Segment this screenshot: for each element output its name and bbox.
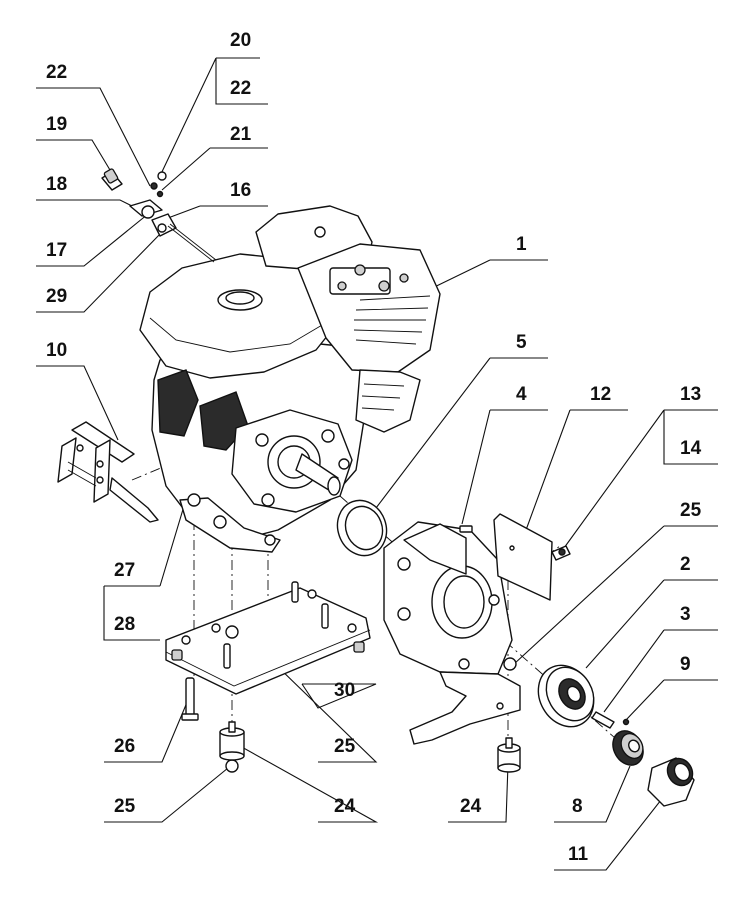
callout-13: 13 (680, 384, 701, 405)
callout-4: 4 (516, 384, 527, 405)
callout-24-right: 24 (460, 796, 482, 817)
callout-24-left: 24 (334, 796, 356, 817)
callout-25-right: 25 (680, 500, 702, 521)
mounting-bracket (383, 521, 521, 745)
callout-29: 29 (46, 286, 67, 307)
callout-25-middle: 25 (334, 736, 356, 757)
callout-2: 2 (680, 554, 691, 575)
clutch-gear (612, 730, 644, 766)
nuts (225, 625, 517, 773)
callout-labels: 20 22 22 19 21 18 16 17 29 1 10 5 4 12 1… (46, 30, 702, 865)
callout-3: 3 (680, 604, 691, 625)
callout-20: 20 (230, 30, 251, 51)
throttle-bracket (57, 421, 159, 523)
plate-assembly (493, 513, 571, 601)
callout-30: 30 (334, 680, 355, 701)
callout-22-top: 22 (46, 62, 67, 83)
callout-9: 9 (680, 654, 691, 675)
key-and-screw (591, 711, 630, 729)
callout-19: 19 (46, 114, 67, 135)
callout-11: 11 (568, 844, 589, 865)
callout-28: 28 (114, 614, 135, 635)
callout-5: 5 (516, 332, 527, 353)
callout-1: 1 (516, 234, 527, 255)
pulley (537, 664, 595, 728)
callout-21: 21 (230, 124, 252, 145)
bolt-26 (181, 677, 199, 721)
callout-27: 27 (114, 560, 135, 581)
base-plate (165, 581, 371, 695)
callout-18: 18 (46, 174, 67, 195)
rubber-mounts (219, 721, 521, 773)
callout-22-right: 22 (230, 78, 251, 99)
callout-14: 14 (680, 438, 702, 459)
callout-26: 26 (114, 736, 135, 757)
callout-10: 10 (46, 340, 67, 361)
engine (139, 205, 441, 553)
callout-8: 8 (572, 796, 583, 817)
callout-12: 12 (590, 384, 611, 405)
callout-25-lower: 25 (114, 796, 136, 817)
bearing-sleeve (647, 757, 695, 807)
switch-cluster (101, 168, 217, 263)
gasket-ring (336, 499, 388, 557)
callout-16: 16 (230, 180, 251, 201)
callout-17: 17 (46, 240, 67, 261)
